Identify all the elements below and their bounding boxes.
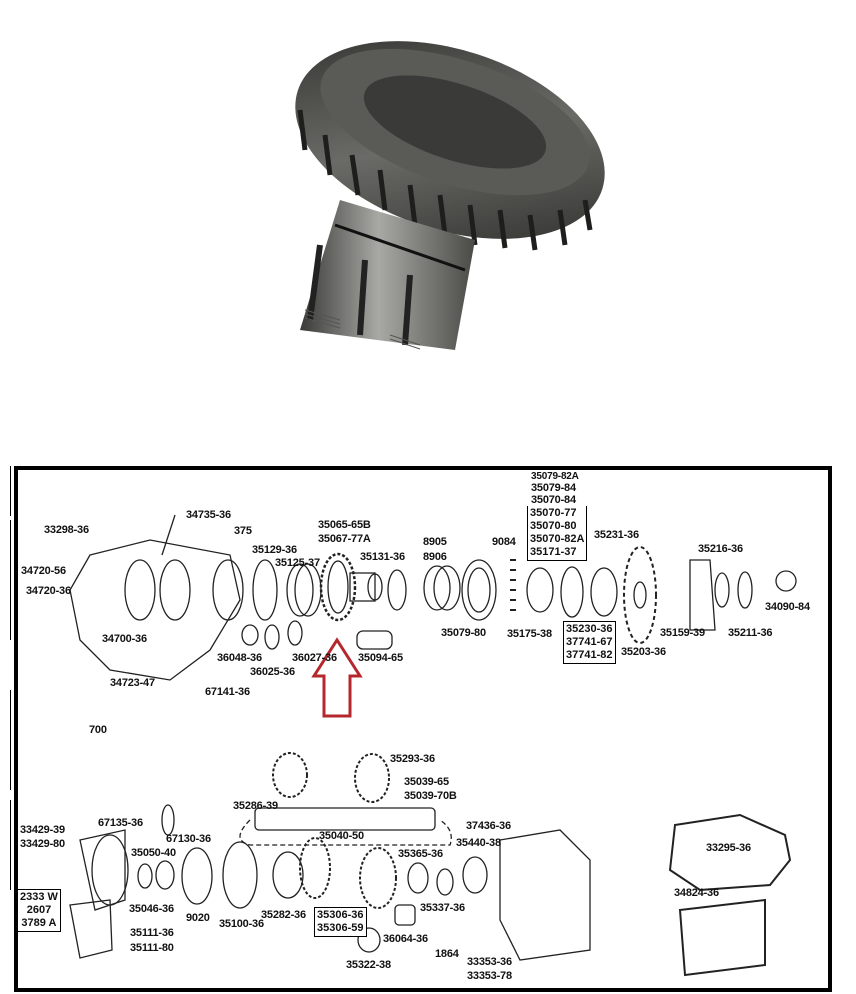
part-label: 34824-36 [674, 887, 719, 899]
part-label: 35111-36 [130, 927, 174, 939]
part-label: 35079-84 [531, 482, 576, 494]
part-label: 35125-37 [275, 557, 320, 569]
part-label: 37741-67 [566, 636, 613, 648]
part-label: 35079-82A [531, 471, 579, 482]
part-label: 35171-37 [530, 546, 577, 558]
part-label: 34090-84 [765, 601, 810, 613]
part-label: 67141-36 [205, 686, 250, 698]
part-label: 35070-82A [530, 533, 585, 545]
edge-line [10, 800, 11, 890]
part-label: 1864 [435, 948, 459, 960]
part-label: 34735-36 [186, 509, 231, 521]
edge-line [10, 520, 11, 640]
part-label: 35039-70B [404, 790, 457, 802]
part-label: 35079-80 [441, 627, 486, 639]
part-label: 9020 [186, 912, 210, 924]
part-label: 33429-39 [20, 824, 65, 836]
part-label: 35070-80 [530, 520, 577, 532]
part-label: 35159-39 [660, 627, 705, 639]
part-label: 2333 W [20, 891, 58, 903]
part-number-group-box: 35070-77 35070-80 35070-82A 35171-37 [527, 506, 588, 561]
parts-diagram-frame [14, 466, 832, 992]
part-label: 35111-80 [130, 942, 174, 954]
part-label: 37741-82 [566, 649, 613, 661]
part-label: 8906 [423, 551, 447, 563]
part-label: 36064-36 [383, 933, 428, 945]
part-label: 9084 [492, 536, 516, 548]
part-label: 35050-40 [131, 847, 176, 859]
part-label: 35131-36 [360, 551, 405, 563]
part-label: 33295-36 [706, 842, 751, 854]
gear-icon [295, 41, 605, 350]
part-label: 33353-78 [467, 970, 512, 982]
part-label: 35365-36 [398, 848, 443, 860]
part-label: 67135-36 [98, 817, 143, 829]
part-label: 34720-36 [26, 585, 71, 597]
part-label: 34723-47 [110, 677, 155, 689]
part-label: 35039-65 [404, 776, 449, 788]
part-label: 35100-36 [219, 918, 264, 930]
part-label: 35203-36 [621, 646, 666, 658]
edge-line [10, 466, 11, 516]
part-label: 33298-36 [44, 524, 89, 536]
part-label: 35211-36 [728, 627, 773, 639]
part-label: 35231-36 [594, 529, 639, 541]
part-label: 35440-38 [456, 837, 501, 849]
edge-line [10, 690, 11, 790]
part-label: 34700-36 [102, 633, 147, 645]
part-label: 35230-36 [566, 623, 613, 635]
part-label: 36048-36 [217, 652, 262, 664]
part-label: 35282-36 [261, 909, 306, 921]
part-label: 35070-77 [530, 507, 577, 519]
part-number-group-box: 35230-36 37741-67 37741-82 [563, 621, 616, 664]
part-label: 35094-65 [358, 652, 403, 664]
part-label: 35306-36 [317, 909, 364, 921]
part-label: 67130-36 [166, 833, 211, 845]
part-label: 35046-36 [129, 903, 174, 915]
part-label: 35067-77A [318, 533, 371, 545]
part-label: 36025-36 [250, 666, 295, 678]
part-label: 35322-38 [346, 959, 391, 971]
transmission-case-icon [69, 539, 241, 681]
part-label: 37436-36 [466, 820, 511, 832]
red-arrow-icon [311, 637, 363, 718]
part-label: 35070-84 [531, 494, 576, 506]
part-label: 35216-36 [698, 543, 743, 555]
part-label: 35175-38 [507, 628, 552, 640]
part-label: 35337-36 [420, 902, 465, 914]
part-label: 34720-56 [21, 565, 66, 577]
part-label: 35306-59 [317, 922, 364, 934]
part-label: 375 [234, 525, 252, 537]
part-number-group-box: 2333 W 2607 3789 A [17, 889, 61, 932]
part-label: 33353-36 [467, 956, 512, 968]
part-label: 8905 [423, 536, 447, 548]
part-label: 2607 [26, 904, 52, 916]
part-label: 35040-50 [319, 830, 364, 842]
part-label: 35286-39 [233, 800, 278, 812]
part-label: 36027-36 [292, 652, 337, 664]
part-label: 35129-36 [252, 544, 297, 556]
part-label: 33429-80 [20, 838, 65, 850]
part-number-group-box: 35306-36 35306-59 [314, 907, 367, 937]
part-label: 35065-65B [318, 519, 371, 531]
product-photo-gear [280, 30, 620, 380]
part-label: 35293-36 [390, 753, 435, 765]
part-label: 3789 A [21, 917, 57, 929]
part-label: 700 [89, 724, 107, 736]
